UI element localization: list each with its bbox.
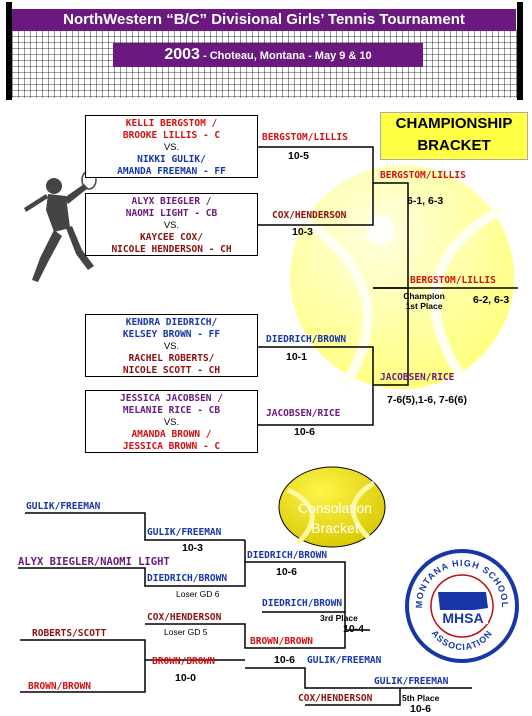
m3-player1a: KENDRA DIEDRICH/	[125, 317, 218, 328]
m4-score: 10-6	[294, 426, 316, 438]
championship-label-line2: BRACKET	[417, 137, 491, 154]
cons-biegler-entry: ALYX BIEGLER/NAOMI LIGHT	[18, 556, 170, 568]
consolation-bracket-label: Consolation Bracket	[298, 500, 372, 536]
match-1-box: KELLI BERGSTOM / BROOKE LILLIS - C VS. N…	[85, 115, 258, 178]
m1-player1b: BROOKE LILLIS - C	[122, 130, 221, 141]
tennis-player-icon	[24, 170, 97, 282]
m2-winner: COX/HENDERSON	[272, 210, 347, 221]
cons-r1b-winner: BROWN/BROWN	[152, 656, 215, 667]
champion-place-label: Champion 1st Place	[394, 291, 454, 311]
m1-winner: BERGSTOM/LILLIS	[262, 132, 348, 143]
m4-vs: VS.	[163, 417, 180, 428]
m4-winner: JACOBSEN/RICE	[266, 408, 341, 419]
m2-vs: VS.	[163, 220, 180, 231]
m1-player2b: AMANDA FREEMAN - FF	[117, 166, 226, 177]
cons-qf-score: 10-6	[276, 566, 298, 578]
montana-state-shape	[438, 592, 488, 612]
cons-gulik-5th-winner: GULIK/FREEMAN	[374, 676, 449, 687]
cons-third-score: 10-4	[343, 623, 365, 635]
m4-player1b: MELANIE RICE - CB	[122, 405, 221, 416]
cons-cox-5th-entry: COX/HENDERSON	[298, 693, 373, 704]
final-winner: BERGSTOM/LILLIS	[410, 275, 496, 286]
m3-player2b: NICOLE SCOTT - CH	[122, 365, 221, 376]
m3-player2a: RACHEL ROBERTS/	[128, 353, 215, 364]
tournament-subtitle-box: 2003 - Choteau, Montana - May 9 & 10	[113, 43, 423, 67]
cons-cox-entry: COX/HENDERSON	[147, 612, 222, 623]
cons-diedrich-entry: DIEDRICH/BROWN	[147, 573, 228, 584]
tournament-year: 2003	[164, 46, 200, 63]
cons-fifth-score: 10-6	[410, 703, 432, 715]
semi2-winner: JACOBSEN/RICE	[380, 372, 455, 383]
m1-vs: VS.	[163, 142, 180, 153]
m2-player1b: NAOMI LIGHT - CB	[125, 208, 218, 219]
m4-player2b: JESSICA BROWN - C	[122, 441, 221, 452]
cons-loser-gd6: Loser GD 6	[176, 589, 220, 599]
cons-qf-winner: DIEDRICH/BROWN	[247, 550, 328, 561]
cons-third-place: 3rd Place	[320, 613, 358, 623]
cons-gulik-entry: GULIK/FREEMAN	[26, 501, 101, 512]
cons-r1b-score: 10-0	[175, 672, 197, 684]
match-4-box: JESSICA JACOBSEN / MELANIE RICE - CB VS.…	[85, 390, 258, 453]
cons-brown-adv-score: 10-6	[274, 654, 296, 666]
m2-player2a: KAYCEE COX/	[140, 232, 203, 243]
tournament-location-date: - Choteau, Montana - May 9 & 10	[199, 50, 372, 62]
cons-gulik-5th-entry: GULIK/FREEMAN	[307, 655, 382, 666]
semi1-score: 6-1, 6-3	[407, 195, 444, 207]
cons-brown-entry: BROWN/BROWN	[28, 681, 91, 692]
consolation-ball-graphic	[278, 466, 386, 548]
champion-label: Champion	[403, 291, 445, 301]
m3-player1b: KELSEY BROWN - FF	[122, 329, 221, 340]
cons-r1-score: 10-3	[182, 542, 204, 554]
first-place-label: 1st Place	[405, 301, 443, 311]
final-score: 6-2, 6-3	[473, 294, 510, 306]
logo-abbr: MHSA	[442, 610, 483, 626]
m2-score: 10-3	[292, 226, 314, 238]
cons-loser-gd5: Loser GD 5	[164, 627, 208, 637]
cons-fifth-place: 5th Place	[402, 693, 440, 703]
match-3-box: KENDRA DIEDRICH/ KELSEY BROWN - FF VS. R…	[85, 314, 258, 377]
m1-player1a: KELLI BERGSTOM /	[125, 118, 218, 129]
cons-brown-adv: BROWN/BROWN	[250, 636, 313, 647]
m3-winner: DIEDRICH/BROWN	[266, 334, 347, 345]
m1-player2a: NIKKI GULIK/	[137, 154, 206, 165]
cons-third-winner: DIEDRICH/BROWN	[262, 598, 343, 609]
mhsa-logo: MONTANA HIGH SCHOOL ASSOCIATION MHSA	[405, 549, 519, 663]
m3-score: 10-1	[286, 351, 308, 363]
m4-player2a: AMANDA BROWN /	[131, 429, 212, 440]
m1-score: 10-5	[288, 150, 310, 162]
cons-roberts-entry: ROBERTS/SCOTT	[32, 628, 107, 639]
cons-r1-winner: GULIK/FREEMAN	[147, 527, 222, 538]
m3-vs: VS.	[163, 341, 180, 352]
semi1-winner: BERGSTOM/LILLIS	[380, 170, 466, 181]
m2-player1a: ALYX BIEGLER /	[131, 196, 212, 207]
tournament-title: NorthWestern “B/C” Divisional Girls’ Ten…	[12, 9, 516, 31]
m4-player1a: JESSICA JACOBSEN /	[120, 393, 223, 404]
match-2-box: ALYX BIEGLER / NAOMI LIGHT - CB VS. KAYC…	[85, 193, 258, 256]
championship-bracket-label: CHAMPIONSHIP BRACKET	[380, 112, 528, 160]
m2-player2b: NICOLE HENDERSON - CH	[111, 244, 232, 255]
semi2-score: 7-6(5),1-6, 7-6(6)	[387, 394, 467, 406]
championship-label-line1: CHAMPIONSHIP	[395, 115, 513, 132]
